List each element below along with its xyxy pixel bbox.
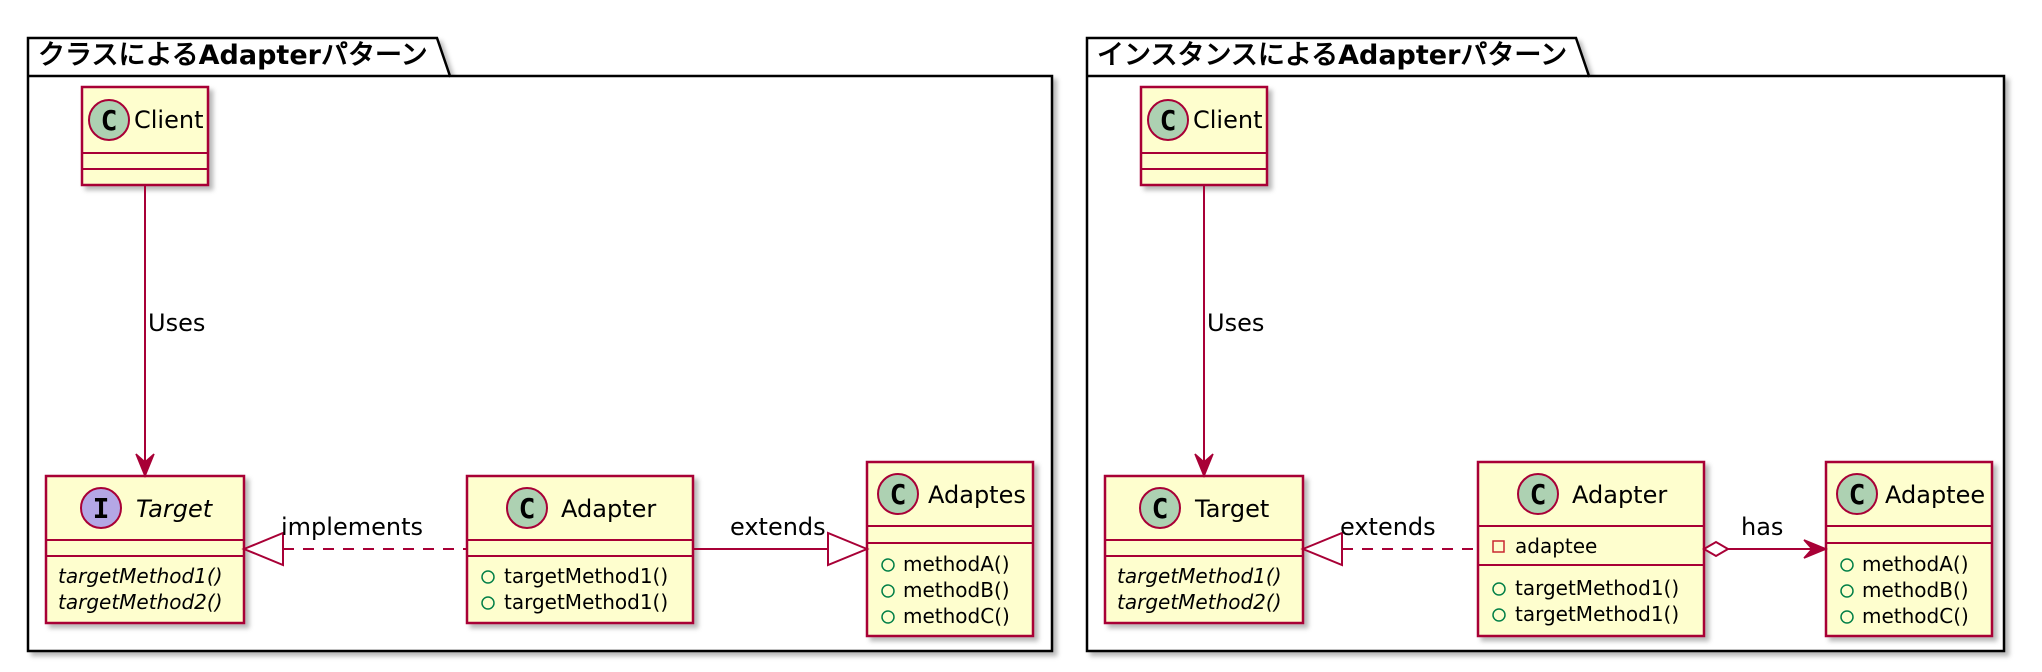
stereotype-letter: C <box>1530 478 1547 511</box>
method: methodB() <box>1862 578 1969 602</box>
method: targetMethod1() <box>58 564 223 588</box>
public-icon <box>1492 582 1506 596</box>
method: targetMethod1() <box>504 590 668 614</box>
public-icon <box>1840 584 1854 598</box>
method: methodA() <box>903 552 1010 576</box>
class-name: Adapter <box>1572 481 1667 509</box>
class-badge-icon <box>1836 473 1878 515</box>
edge-implements: implements <box>241 513 467 567</box>
stereotype-letter: C <box>101 104 118 137</box>
method: targetMethod1() <box>1515 576 1679 600</box>
method: targetMethod1() <box>504 564 668 588</box>
public-icon <box>481 570 495 584</box>
class-badge-icon <box>1517 473 1559 515</box>
class-badge-icon <box>88 99 130 141</box>
package-title: クラスによるAdapterパターン <box>38 40 428 71</box>
public-icon <box>881 558 895 572</box>
method: targetMethod1() <box>1515 602 1679 626</box>
edge-label: extends <box>730 513 826 541</box>
method: methodA() <box>1862 552 1969 576</box>
method: targetMethod1() <box>1117 564 1282 588</box>
class-target[interactable]: C Target targetMethod1() targetMethod2() <box>1103 474 1305 625</box>
class-adapter[interactable]: C Adapter targetMethod1() targetMethod1(… <box>465 474 695 625</box>
public-icon <box>1840 558 1854 572</box>
stereotype-letter: C <box>519 492 536 525</box>
class-client[interactable]: C Client <box>1139 85 1269 187</box>
edge-extends: extends <box>693 513 870 567</box>
class-name: Adapter <box>561 495 656 523</box>
method: methodC() <box>1862 604 1969 628</box>
package-instance-adapter: インスタンスによるAdapterパターン C Client C Target t… <box>1085 36 2006 653</box>
stereotype-letter: C <box>890 478 907 511</box>
class-name: Client <box>1193 106 1262 134</box>
public-icon <box>881 584 895 598</box>
interface-badge-icon <box>80 487 122 529</box>
stereotype-letter: C <box>1849 478 1866 511</box>
class-adaptee[interactable]: C Adaptee methodA() methodB() methodC() <box>1824 460 1994 638</box>
stereotype-letter: C <box>1160 104 1177 137</box>
class-name: Target <box>1194 495 1269 523</box>
public-icon <box>1492 608 1506 622</box>
class-name: Client <box>134 106 203 134</box>
package-class-adapter: クラスによるAdapterパターン C Client I Target targ… <box>26 36 1054 653</box>
edge-extends: extends <box>1300 513 1478 567</box>
method: methodB() <box>903 578 1010 602</box>
class-badge-icon <box>877 473 919 515</box>
field: adaptee <box>1515 534 1597 558</box>
method: methodC() <box>903 604 1010 628</box>
class-name: Target <box>136 495 214 523</box>
class-adaptee[interactable]: C Adaptes methodA() methodB() methodC() <box>865 460 1035 638</box>
private-icon <box>1492 540 1505 553</box>
edge-label: Uses <box>148 309 205 337</box>
edge-uses: Uses <box>1194 185 1264 478</box>
class-badge-icon <box>1147 99 1189 141</box>
edge-label: has <box>1741 513 1783 541</box>
class-name: Adaptes <box>928 481 1026 509</box>
public-icon <box>481 596 495 610</box>
package-title: インスタンスによるAdapterパターン <box>1097 40 1567 71</box>
class-adapter[interactable]: C Adapter adaptee targetMethod1() target… <box>1476 460 1706 638</box>
edge-label: extends <box>1340 513 1436 541</box>
edge-uses: Uses <box>135 185 205 478</box>
edge-has: has <box>1702 513 1828 559</box>
stereotype-letter: I <box>93 492 110 525</box>
class-name: Adaptee <box>1885 481 1985 509</box>
method: targetMethod2() <box>58 590 223 614</box>
edge-label: Uses <box>1207 309 1264 337</box>
public-icon <box>881 610 895 624</box>
method: targetMethod2() <box>1117 590 1282 614</box>
class-client[interactable]: C Client <box>80 85 210 187</box>
class-badge-icon <box>1139 487 1181 529</box>
public-icon <box>1840 610 1854 624</box>
stereotype-letter: C <box>1152 492 1169 525</box>
class-badge-icon <box>506 487 548 529</box>
interface-target[interactable]: I Target targetMethod1() targetMethod2() <box>44 474 246 625</box>
edge-label: implements <box>281 513 423 541</box>
